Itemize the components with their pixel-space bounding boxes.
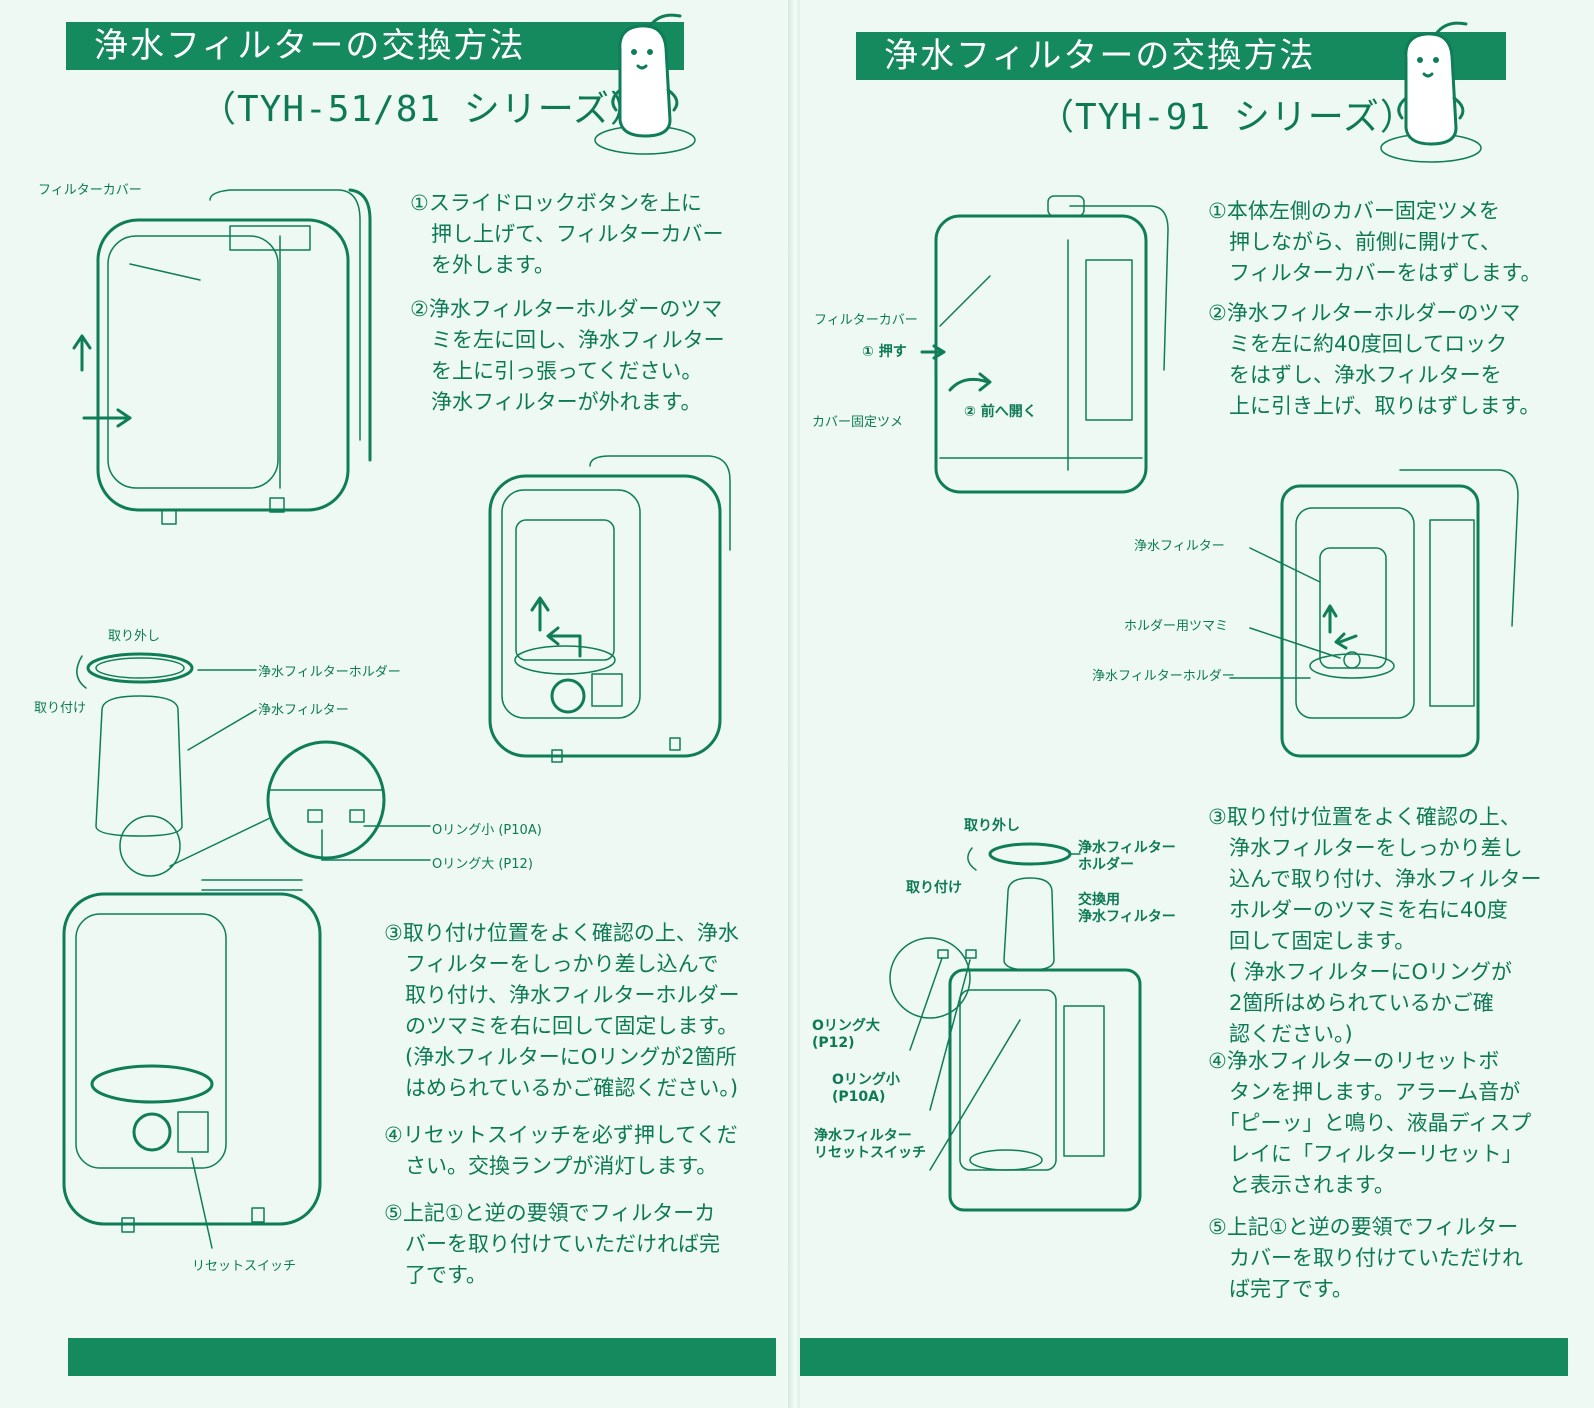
mascot-icon <box>594 13 696 155</box>
left-step-1: ①スライドロックボタンを上に 押し上げて、フィルターカバー を外します。 <box>410 191 724 277</box>
figure-tyh91-closed <box>920 195 1169 494</box>
label-remove-2: 取り外し <box>964 818 1020 834</box>
label-attach: 取り付け <box>34 701 87 716</box>
left-step-4: ④リセットスイッチを必ず押してくだ さい。交換ランプが消灯します。 <box>384 1123 738 1178</box>
label-water-filter: 浄水フィルター <box>258 703 349 718</box>
left-step-5: ⑤上記①と逆の要領でフィルターカ バーを取り付けていただければ完 了です。 <box>384 1201 720 1287</box>
label-replacement-filter: 交換用 浄水フィルター <box>1078 892 1176 925</box>
figure-unit-open <box>488 455 731 763</box>
right-step-3: ③取り付け位置をよく確認の上、 浄水フィルターをしっかり差し 込んで取り付け、浄… <box>1208 805 1542 1046</box>
arrow-icon <box>948 372 992 392</box>
arrow-icon <box>72 334 92 372</box>
left-subtitle: （TYH-51/81 シリーズ） <box>200 89 647 130</box>
left-title-bar: 浄水フィルターの交換方法 <box>66 22 684 70</box>
mascot-icon <box>1380 21 1482 163</box>
left-step-3: ③取り付け位置をよく確認の上、浄水 フィルターをしっかり差し込んで 取り付け、浄… <box>384 921 740 1100</box>
right-page: 浄水フィルターの交換方法 （TYH-91 シリーズ） フィルターカバー ① 押す… <box>800 0 1594 1408</box>
label-oring-large: Oリング大 (P12) <box>812 1018 880 1051</box>
label-holder-knob: ホルダー用ツマミ <box>1124 619 1229 634</box>
left-bottom-bar <box>68 1338 776 1376</box>
label-filter-cover: フィルターカバー <box>814 313 918 328</box>
right-subtitle: （TYH-91 シリーズ） <box>1038 97 1417 138</box>
arrow-icon <box>82 408 132 428</box>
figure-unit-with-cover <box>72 188 372 525</box>
arrow-icon <box>546 626 582 658</box>
label-remove: 取り外し <box>108 629 161 644</box>
figure-tyh91-open <box>1229 469 1519 758</box>
right-step-4: ④浄水フィルターのリセットボ タンを押します。アラーム音が 「ピーッ」と鳴り、液… <box>1208 1049 1532 1197</box>
label-oring-small: Oリング小 (P10A) <box>832 1072 900 1105</box>
left-page: 浄水フィルターの交換方法 （TYH-51/81 シリーズ） フィルターカバー ①… <box>0 0 790 1408</box>
label-filter-holder-2: 浄水フィルター ホルダー <box>1078 840 1176 873</box>
page-fold <box>788 0 802 1408</box>
label-cover-claw: カバー固定ツメ <box>812 415 904 430</box>
right-step-2: ②浄水フィルターホルダーのツマ ミを左に約40度回してロック をはずし、浄水フィ… <box>1208 301 1541 418</box>
label-push: ① 押す <box>862 344 907 360</box>
arrow-icon <box>1334 632 1358 650</box>
right-title: 浄水フィルターの交換方法 <box>884 36 1316 76</box>
label-reset-switch: 浄水フィルター リセットスイッチ <box>814 1128 926 1161</box>
figure-tyh91-parts <box>889 842 1142 1212</box>
label-filter-holder: 浄水フィルターホルダー <box>258 665 401 680</box>
arrow-icon <box>1322 604 1338 634</box>
arrow-icon <box>530 596 550 632</box>
label-filter-cover: フィルターカバー <box>38 183 142 198</box>
label-oring-small: Oリング小 (P10A) <box>432 823 542 838</box>
label-filter-holder: 浄水フィルターホルダー <box>1092 669 1235 684</box>
label-water-filter: 浄水フィルター <box>1134 539 1225 554</box>
right-bottom-bar <box>800 1338 1568 1376</box>
label-oring-large: Oリング大 (P12) <box>432 857 533 872</box>
left-step-2: ②浄水フィルターホルダーのツマ ミを左に回し、浄水フィルター を上に引っ張ってく… <box>410 297 725 414</box>
right-step-5: ⑤上記①と逆の要領でフィルター カバーを取り付けていただけれ ば完了です。 <box>1208 1215 1523 1301</box>
arrow-icon <box>920 344 946 360</box>
label-open-front: ② 前へ開く <box>964 404 1037 420</box>
right-title-bar: 浄水フィルターの交換方法 <box>856 32 1506 80</box>
figure-filter-parts <box>76 652 431 877</box>
figure-unit-reset <box>62 879 322 1249</box>
label-attach-2: 取り付け <box>906 880 962 896</box>
right-step-1: ①本体左側のカバー固定ツメを 押しながら、前側に開けて、 フィルターカバーをはず… <box>1208 199 1542 285</box>
left-title: 浄水フィルターの交換方法 <box>94 26 526 66</box>
label-reset-switch: リセットスイッチ <box>192 1259 297 1274</box>
